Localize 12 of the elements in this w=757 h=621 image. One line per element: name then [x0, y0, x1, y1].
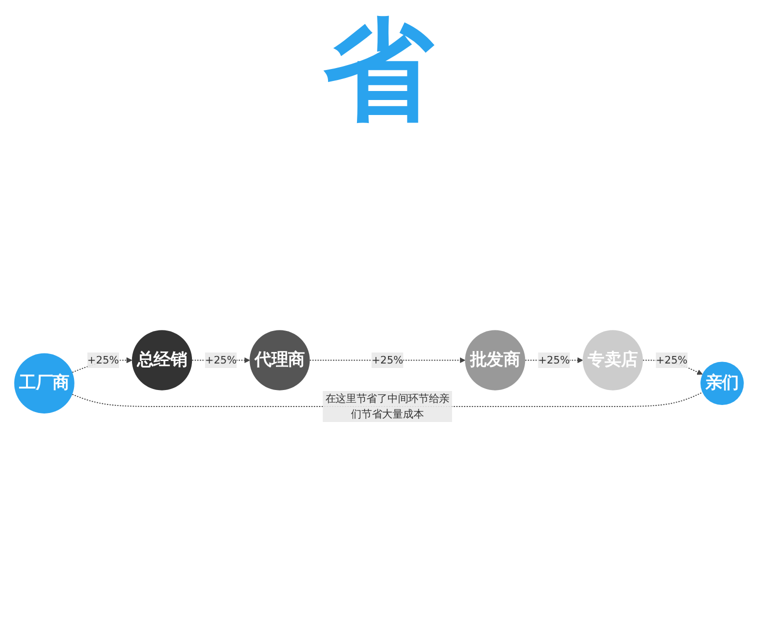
- edge-label: +25%: [86, 354, 118, 366]
- node-circle: 批发商: [464, 330, 525, 390]
- node-circle: 总经销: [131, 330, 192, 390]
- node-circle: 亲们: [700, 362, 744, 405]
- node-circle: 工厂商: [14, 353, 74, 414]
- edge-label: +25%: [204, 354, 236, 366]
- edge-label: +25%: [538, 354, 570, 366]
- edge-label: 在这里节省了中间环节给亲们节省大量成本: [324, 392, 450, 420]
- headline-character: 省: [324, 10, 434, 131]
- node-circle: 代理商: [249, 330, 310, 390]
- edge-label: +25%: [371, 354, 403, 366]
- edge-label: +25%: [655, 354, 688, 366]
